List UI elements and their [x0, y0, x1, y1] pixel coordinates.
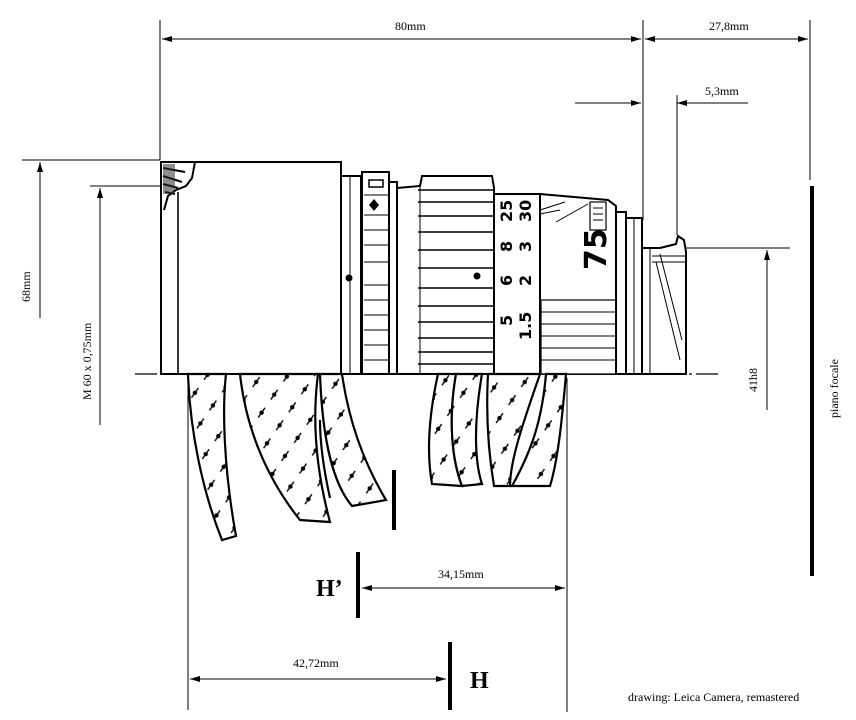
dim-80mm: 80mm — [159, 19, 644, 220]
dim-thread-label: M 60 x 0,75mm — [80, 322, 94, 400]
scale-mid-right: 3 — [516, 241, 535, 252]
focal-plane: piano focale — [810, 186, 841, 576]
dim-27-8mm: 27,8mm — [645, 19, 811, 180]
dim-5-3mm: 5,3mm — [575, 84, 748, 235]
dim-27-8mm-label: 27,8mm — [709, 19, 749, 33]
scale-mid-left: 8 — [497, 241, 516, 252]
dim-68mm-label: 68mm — [19, 271, 33, 302]
dim-42-72mm-label: 42,72mm — [293, 656, 339, 670]
lens-elements — [186, 372, 568, 542]
dim-41h8-label: 41h8 — [746, 368, 760, 392]
lens-barrel: 25 30 8 3 6 2 5 1.5 75 — [160, 161, 687, 375]
dim-80mm-label: 80mm — [395, 19, 426, 33]
focal-plane-label: piano focale — [827, 359, 841, 418]
scale-low-left: 6 — [497, 275, 516, 286]
scale-top-left: 25 — [497, 200, 516, 222]
focal-length-engraving: 75 — [579, 228, 614, 270]
principal-plane-front: H 42,72mm — [187, 380, 489, 710]
credit-text: drawing: Leica Camera, remastered — [628, 690, 799, 704]
scale-bottom-right: 1.5 — [516, 312, 535, 340]
scale-top-right: 30 — [516, 200, 535, 222]
dim-thread: M 60 x 0,75mm — [80, 185, 165, 425]
h-label: H — [470, 668, 489, 694]
scale-bottom-left: 5 — [497, 315, 516, 326]
aperture-ring-ribs — [364, 194, 388, 361]
scale-low-right: 2 — [516, 275, 535, 286]
dim-5-3mm-label: 5,3mm — [705, 84, 739, 98]
dim-68mm: 68mm — [19, 159, 160, 318]
focus-ring-knurl — [418, 186, 495, 374]
dim-34-15mm-label: 34,15mm — [438, 567, 484, 581]
principal-plane-rear: H’ 34,15mm — [316, 378, 568, 712]
h-prime-label: H’ — [316, 576, 343, 602]
dim-41h8: 41h8 — [677, 247, 790, 410]
